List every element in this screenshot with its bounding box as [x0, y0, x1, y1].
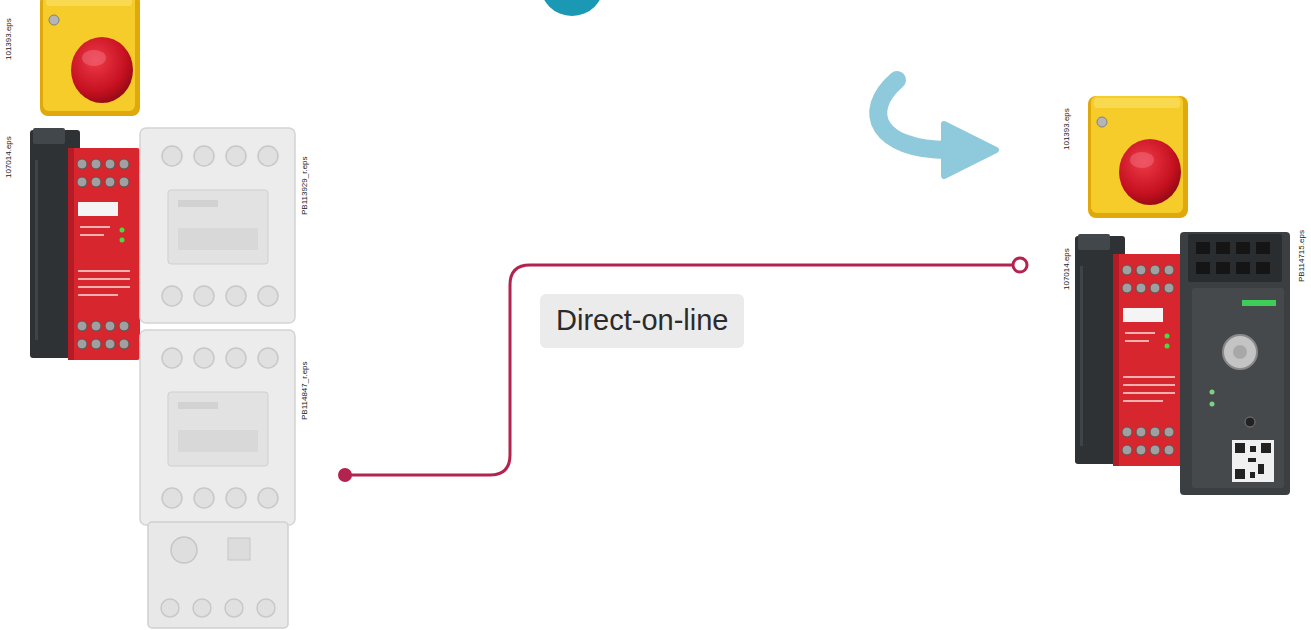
file-reference: PB113929_r.eps: [300, 156, 310, 215]
file-reference: 107014.eps: [1062, 248, 1072, 290]
emergency-stop: [1088, 96, 1188, 218]
file-reference: 101393.eps: [4, 18, 14, 60]
overload-relay: [148, 522, 288, 628]
file-reference: PB114847_r.eps: [300, 361, 310, 420]
edge-label: Direct-on-line: [540, 294, 744, 348]
step-badge: [540, 0, 604, 16]
end-ring: [1013, 258, 1027, 272]
product-group: 101393.eps 107014.eps PB114715.eps: [1020, 80, 1311, 520]
start-dot: [338, 468, 352, 482]
product-group: 101393.eps 107014.eps PB113929_r.epsPB1148…: [0, 0, 345, 630]
file-reference: 101393.eps: [1062, 108, 1072, 150]
contactor: [140, 128, 295, 323]
curved-arrow: [878, 80, 996, 176]
connector-line: [345, 265, 1013, 475]
safety-relay: [1075, 234, 1185, 466]
emergency-stop: [40, 0, 140, 116]
file-reference: PB114715.eps: [1297, 230, 1307, 282]
safety-relay: [30, 128, 140, 360]
contactor: [140, 330, 295, 525]
file-reference: 107014.eps: [4, 136, 14, 178]
motor-starter-module: [1180, 232, 1290, 495]
connector: [338, 258, 1027, 482]
